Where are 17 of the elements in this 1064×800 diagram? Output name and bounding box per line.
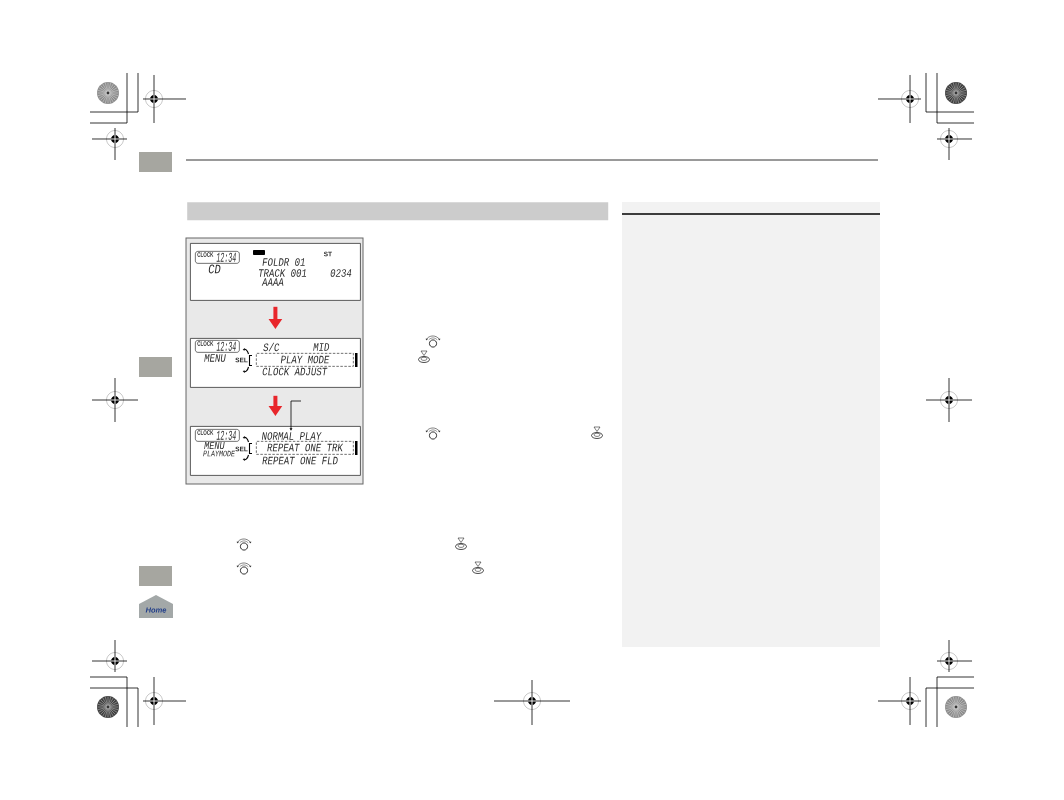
selection-box: REPEAT ONE TRK [256, 441, 354, 455]
lcd-text: NORMAL PLAY [261, 432, 322, 440]
lcd-text: 0234 [330, 269, 352, 277]
lcd-text: PLAYMODE [203, 450, 235, 457]
lcd-text: CLOCK ADJUST [262, 367, 328, 376]
selection-box: PLAY MODE [256, 353, 354, 367]
lcd-text: FOLDR 01 [262, 258, 305, 266]
lcd-text: AAAA [261, 278, 284, 286]
lcd-text: S/C [263, 342, 280, 352]
lcd-text: MENU [204, 441, 225, 450]
section-bar [187, 202, 609, 221]
lcd-text: TRACK 001 [259, 269, 307, 277]
lcd-text: CD [208, 264, 221, 274]
lcd-text: MID [313, 343, 330, 351]
leader-line [289, 400, 302, 431]
lcd-text: MENU [204, 354, 226, 362]
lcd-text: REPEAT ONE FLD [262, 456, 338, 465]
